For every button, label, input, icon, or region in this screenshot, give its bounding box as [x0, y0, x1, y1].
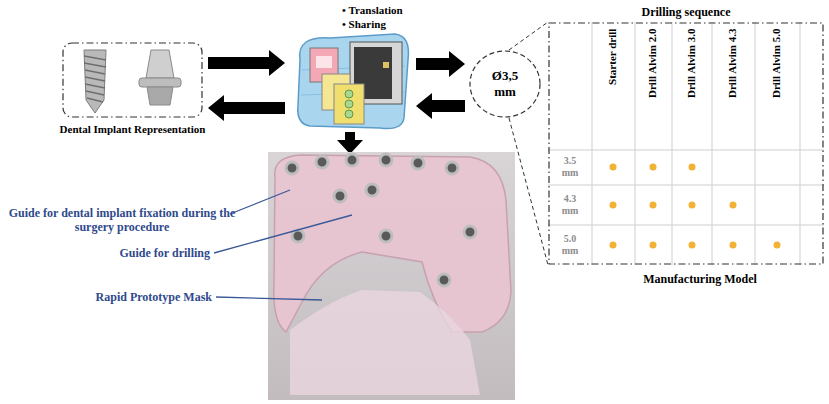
column-header: Starter drill	[606, 29, 619, 141]
dashed-line	[509, 118, 548, 265]
box-caption: Dental Implant Representation	[42, 123, 223, 136]
dashdot-border	[549, 23, 823, 264]
column-header: Drill Alvim 4.3	[726, 29, 739, 141]
table-grid	[548, 22, 824, 265]
column-header: Drill Alvim 2.0	[646, 29, 659, 141]
implant-screw	[84, 50, 106, 113]
callout-label: Rapid Prototype Mask	[72, 290, 212, 304]
diameter-ellipse: Ø3,5 mm	[469, 50, 541, 118]
callout-label: Guide for dental implant fixation during…	[5, 206, 239, 235]
column-header: Drill Alvim 5.0	[770, 29, 783, 141]
table-heading: Drilling sequence	[606, 5, 766, 19]
software-node: • Translation• Sharing	[290, 4, 412, 132]
row-label: 3.5 mm	[556, 155, 584, 179]
row-label: 4.3 mm	[556, 193, 584, 217]
block-arrow	[337, 132, 363, 154]
block-arrow	[416, 93, 465, 119]
table-dots	[610, 164, 781, 249]
diameter-label: Ø3,5 mm	[483, 68, 527, 99]
mask-photo	[268, 152, 515, 400]
zoom-lines	[509, 22, 548, 265]
node-outline	[62, 42, 203, 118]
arrow-shape	[416, 93, 465, 119]
dashdot-border	[63, 43, 202, 117]
dashed-ellipse	[470, 51, 540, 117]
implant-abutment	[139, 50, 181, 105]
block-arrow	[416, 51, 465, 77]
block-arrow	[208, 50, 285, 76]
computer-illustration	[298, 34, 409, 129]
arrow-shape	[416, 51, 465, 77]
column-header: Drill Alvim 3.0	[685, 29, 698, 141]
bullet-item: • Translation	[342, 4, 412, 17]
arrow-shape	[208, 50, 285, 76]
bullet-item: • Sharing	[342, 18, 412, 31]
block-arrow	[208, 95, 285, 121]
row-label: 5.0 mm	[556, 233, 584, 257]
arrow-shape	[208, 95, 285, 121]
callout-label: Guide for drilling	[90, 246, 210, 260]
implant-box: Dental Implant Representation	[62, 42, 203, 118]
table-caption: Manufacturing Model	[620, 272, 780, 286]
dashed-line	[509, 22, 548, 50]
